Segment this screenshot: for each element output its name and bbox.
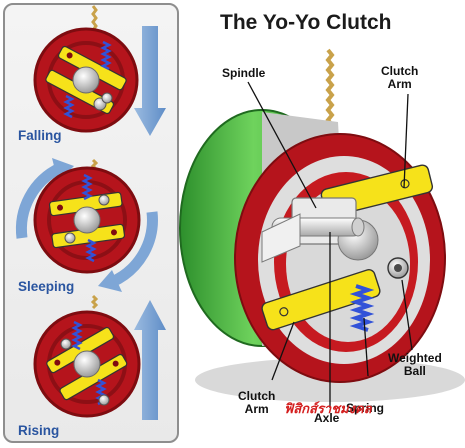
main-clutch-arm-bottom [261,269,381,331]
main-spring [349,284,375,332]
rising-label: Rising [18,423,60,438]
sleeping-rotation-arrow-icon [109,211,158,288]
diagram-title: The Yo-Yo Clutch [220,11,392,34]
sleeping-rotation-arrow-icon [15,163,63,239]
sleeping-spring [81,173,93,201]
clutch-arm-top-callout: Clutch Arm [381,64,419,91]
main-spindle [261,213,301,263]
sleeping-spring [85,238,97,263]
clutch-arm-bottom-callout: Clutch Arm [238,389,276,416]
spindle-callout: Spindle [222,66,266,80]
sleeping-yoyo [15,158,158,292]
sleeping-weighted-ball [64,232,76,244]
rising-string [90,294,99,310]
rising-yoyo [33,294,166,420]
rising-up-arrow-icon [134,300,166,420]
falling-down-arrow-icon [134,26,166,136]
main-yoyo-cutaway [179,48,465,402]
spring-callout: Spring [346,401,384,415]
falling-weighted-ball [101,92,113,104]
leader-lines [247,81,413,408]
watermark: ฟิสิกส์ราชมงคล [284,401,372,416]
axle-callout: Axle [314,411,340,425]
falling-label: Falling [18,128,62,143]
rising-weighted-ball [60,338,72,350]
rising-weighted-ball [98,394,110,406]
falling-yoyo [33,5,166,136]
falling-spring [100,40,112,71]
sleeping-label: Sleeping [18,279,75,294]
weighted-ball-callout: Weighted Ball [388,351,442,378]
rising-spring [71,320,83,351]
sleeping-hub [73,206,101,234]
rising-hub [73,350,101,378]
sleeping-weighted-ball [98,194,110,206]
falling-spring [63,94,75,119]
falling-hub [72,66,100,94]
